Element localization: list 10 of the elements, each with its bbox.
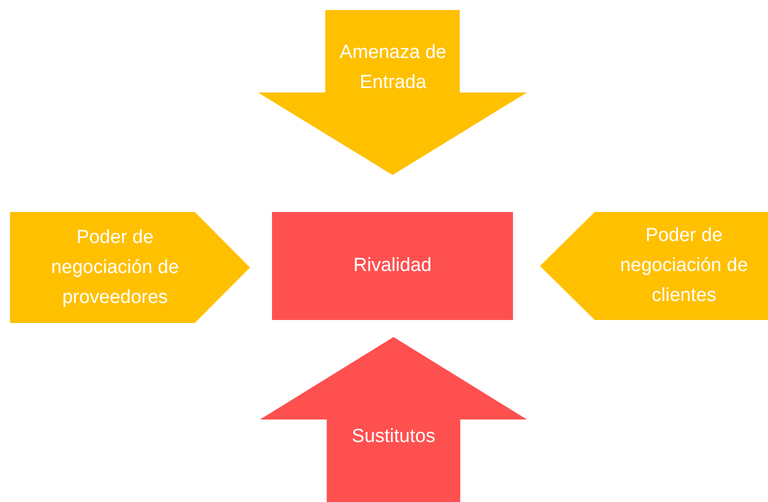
shape-label: Poder de negociación de proveedores xyxy=(50,226,180,310)
down-arrow-shape xyxy=(258,10,527,175)
shape-label: Poder de negociación de clientes xyxy=(619,224,749,308)
shape-label: Amenaza de Entrada xyxy=(338,41,448,95)
rectangle xyxy=(272,212,513,320)
shape-label: Sustitutos xyxy=(352,425,436,449)
shape-label: Rivalidad xyxy=(353,254,432,278)
up-arrow-shape xyxy=(260,337,527,502)
left-arrow-shape xyxy=(540,212,768,320)
right-arrow-shape xyxy=(10,212,250,323)
